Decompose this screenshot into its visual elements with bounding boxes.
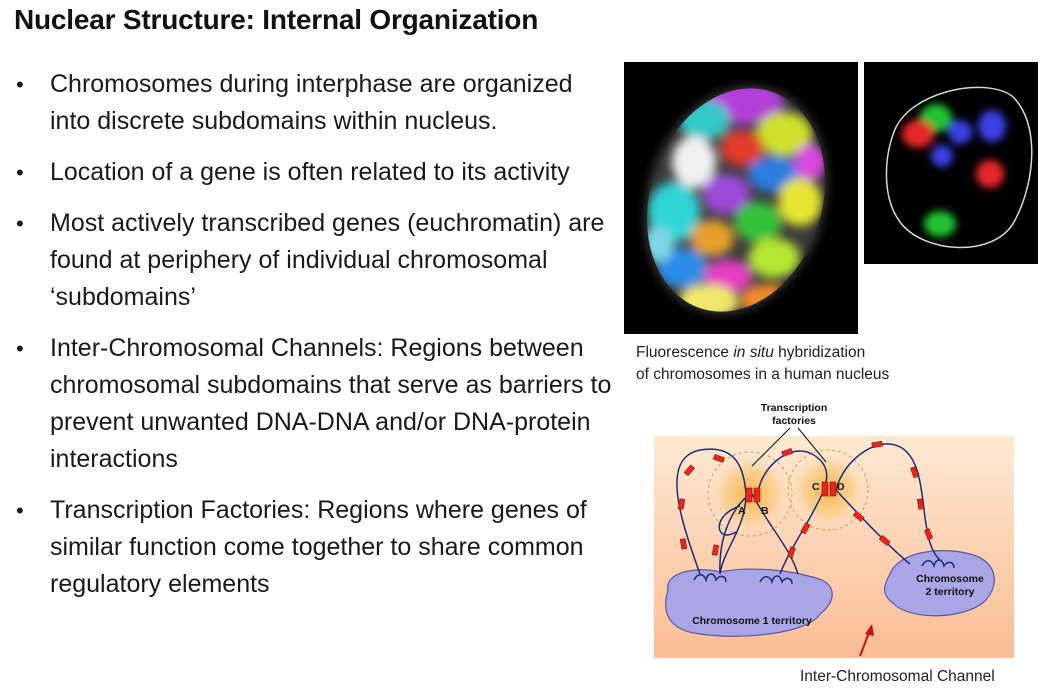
- bullet-dot-icon: •: [16, 498, 24, 523]
- locus-b-label: B: [761, 505, 769, 517]
- territory2-label-line1: Chromosome: [916, 573, 984, 585]
- bullet-dot-icon: •: [16, 336, 24, 361]
- inter-chromosomal-channel-label: Inter-Chromosomal Channel: [800, 668, 995, 685]
- caption-text-end: hybridization: [773, 344, 866, 361]
- slide-title: Nuclear Structure: Internal Organization: [14, 4, 539, 35]
- bullet-list: • Chromosomes during interphase are organ…: [14, 66, 614, 617]
- territory1-label: Chromosome 1 territory: [692, 615, 812, 627]
- figure-caption: Fluorescence in situ hybridization of ch…: [636, 342, 889, 386]
- bullet-item: • Transcription Factories: Regions where …: [14, 492, 614, 603]
- bullet-text: Inter-Chromosomal Channels: Regions betw…: [50, 334, 612, 473]
- bullet-text: Transcription Factories: Regions where g…: [50, 496, 587, 598]
- caption-text-start: Fluorescence: [636, 344, 734, 361]
- fish-micrograph-two-color: [864, 62, 1038, 264]
- locus-c-label: C: [812, 481, 820, 493]
- bullet-item: • Inter-Chromosomal Channels: Regions bet…: [14, 330, 614, 478]
- bullet-text: Most actively transcribed genes (euchrom…: [50, 209, 605, 311]
- caption-line-2: of chromosomes in a human nucleus: [636, 366, 890, 383]
- fish-micrograph-multicolor: [624, 62, 858, 334]
- locus-a-label: A: [738, 505, 746, 517]
- bullet-dot-icon: •: [16, 160, 24, 185]
- channel-arrow-icon: [859, 624, 874, 657]
- locus-d-label: D: [837, 481, 845, 493]
- transcription-factories-diagram: Transcription factories: [640, 398, 1040, 660]
- factories-label-line2: factories: [772, 415, 816, 427]
- bullet-text: Chromosomes during interphase are organi…: [50, 70, 573, 135]
- bullet-item: • Most actively transcribed genes (euchro…: [14, 205, 614, 316]
- bullet-item: • Chromosomes during interphase are organ…: [14, 66, 614, 140]
- caption-italic-text: in situ: [733, 344, 774, 361]
- bullet-text: Location of a gene is often related to i…: [50, 158, 570, 186]
- factories-label-line1: Transcription: [761, 402, 828, 414]
- bullet-dot-icon: •: [16, 211, 24, 236]
- bullet-dot-icon: •: [16, 72, 24, 97]
- territory2-label-line2: 2 territory: [925, 586, 974, 598]
- bullet-item: • Location of a gene is often related to …: [14, 154, 614, 191]
